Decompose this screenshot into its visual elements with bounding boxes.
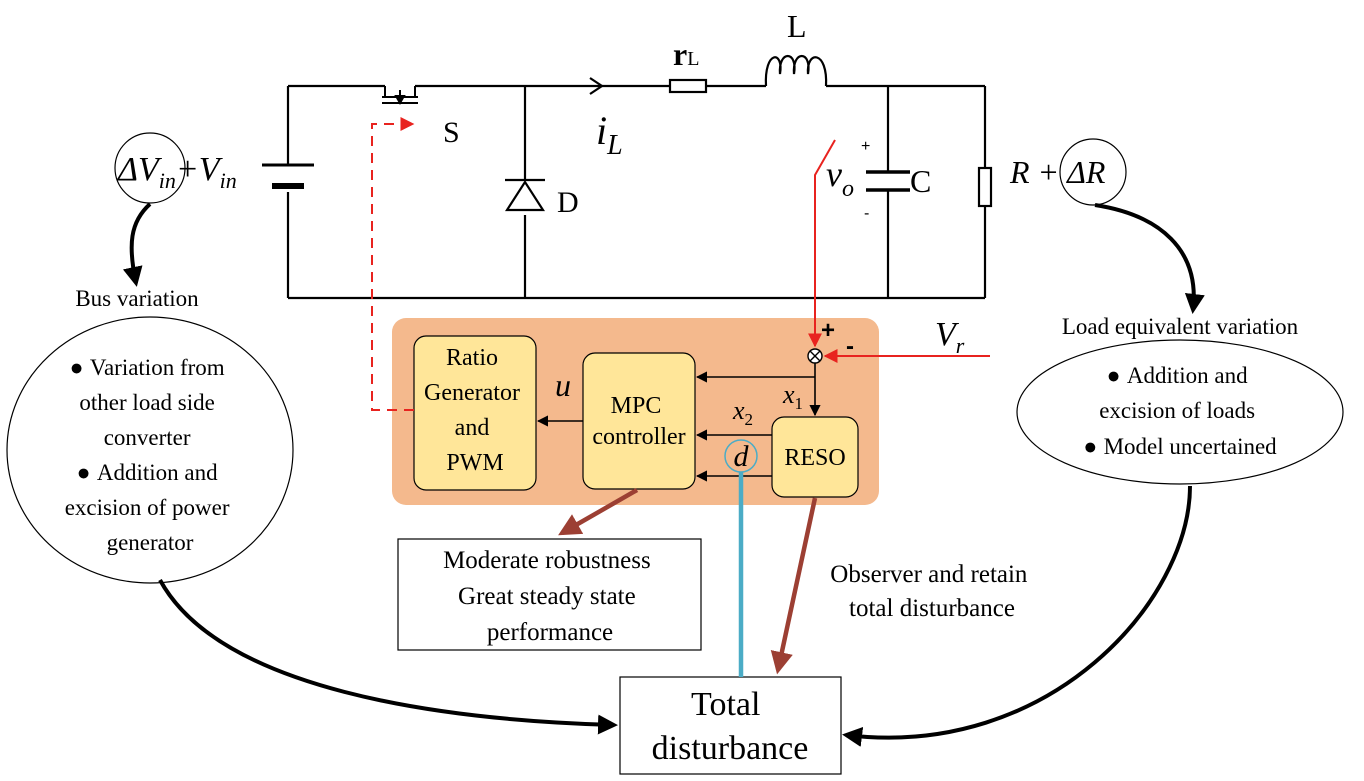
load-variation-text: ● Addition and excision of loads ● Model… <box>1083 362 1277 459</box>
mpc-note-text: Moderate robustness Great steady state p… <box>443 547 657 646</box>
red-feedback-lines <box>371 117 990 411</box>
source-to-bus-arrow <box>122 202 152 287</box>
ratio-generator-text: Ratio Generator and PWM <box>424 345 526 476</box>
inductor-coil <box>764 55 828 87</box>
battery-symbol <box>262 163 314 189</box>
observer-note-text: Observer and retain total disturbance <box>830 561 1033 622</box>
sum-plus-label: + <box>821 317 835 344</box>
vr-label: Vr <box>935 316 965 358</box>
summing-junction <box>807 348 823 364</box>
current-label: iL <box>596 108 623 161</box>
load-variation-ellipse <box>1016 339 1344 485</box>
load-resistor <box>977 166 993 208</box>
bus-variation-title: Bus variation <box>75 286 199 311</box>
capacitor-symbol <box>866 170 910 192</box>
bus-to-total-arrow <box>158 579 618 735</box>
mpc-to-note-arrow <box>558 488 639 536</box>
x1-label: x1 <box>782 380 803 413</box>
load-label: R + ΔR <box>1009 154 1106 190</box>
current-arrow <box>589 77 604 95</box>
x2-label: x2 <box>732 396 753 429</box>
load-variation-title: Load equivalent variation <box>1062 314 1299 339</box>
sum-minus-label: - <box>846 333 854 360</box>
cap-minus-label: - <box>864 205 869 222</box>
vo-label: vo <box>826 154 854 202</box>
mpc-note-box <box>397 538 702 651</box>
capacitor-label: C <box>910 163 931 199</box>
resistor-label: rL <box>673 36 699 72</box>
bus-variation-ellipse <box>6 316 294 584</box>
mpc-controller-text: MPC controller <box>592 393 685 450</box>
load-delta-circle <box>1059 138 1127 206</box>
total-disturbance-text: Total disturbance <box>652 686 809 767</box>
cap-plus-label: + <box>861 138 870 155</box>
load-to-total-arrow <box>842 485 1192 747</box>
bus-variation-text: ● Variation from other load side convert… <box>65 354 236 555</box>
total-disturbance-box <box>619 676 842 775</box>
d-label: d <box>734 440 750 473</box>
switch-label: S <box>443 116 460 149</box>
source-variation-circle <box>114 132 186 204</box>
circuit-wiring <box>286 84 987 300</box>
inductor-label: L <box>787 8 807 44</box>
source-label: ΔVin+Vin <box>116 151 237 193</box>
mpc-controller-block[interactable] <box>582 352 696 490</box>
reso-block[interactable] <box>771 416 859 498</box>
diode-label: D <box>557 186 579 219</box>
ratio-generator-block[interactable] <box>413 335 537 491</box>
reso-to-total-arrow <box>770 497 818 675</box>
load-to-variation-arrow <box>1094 203 1205 314</box>
resistor-rl <box>668 78 708 94</box>
diode-symbol <box>504 178 546 212</box>
mosfet-switch <box>382 86 418 106</box>
controller-signals <box>536 363 821 482</box>
u-label: u <box>555 367 571 403</box>
reso-text: RESO <box>784 445 845 471</box>
